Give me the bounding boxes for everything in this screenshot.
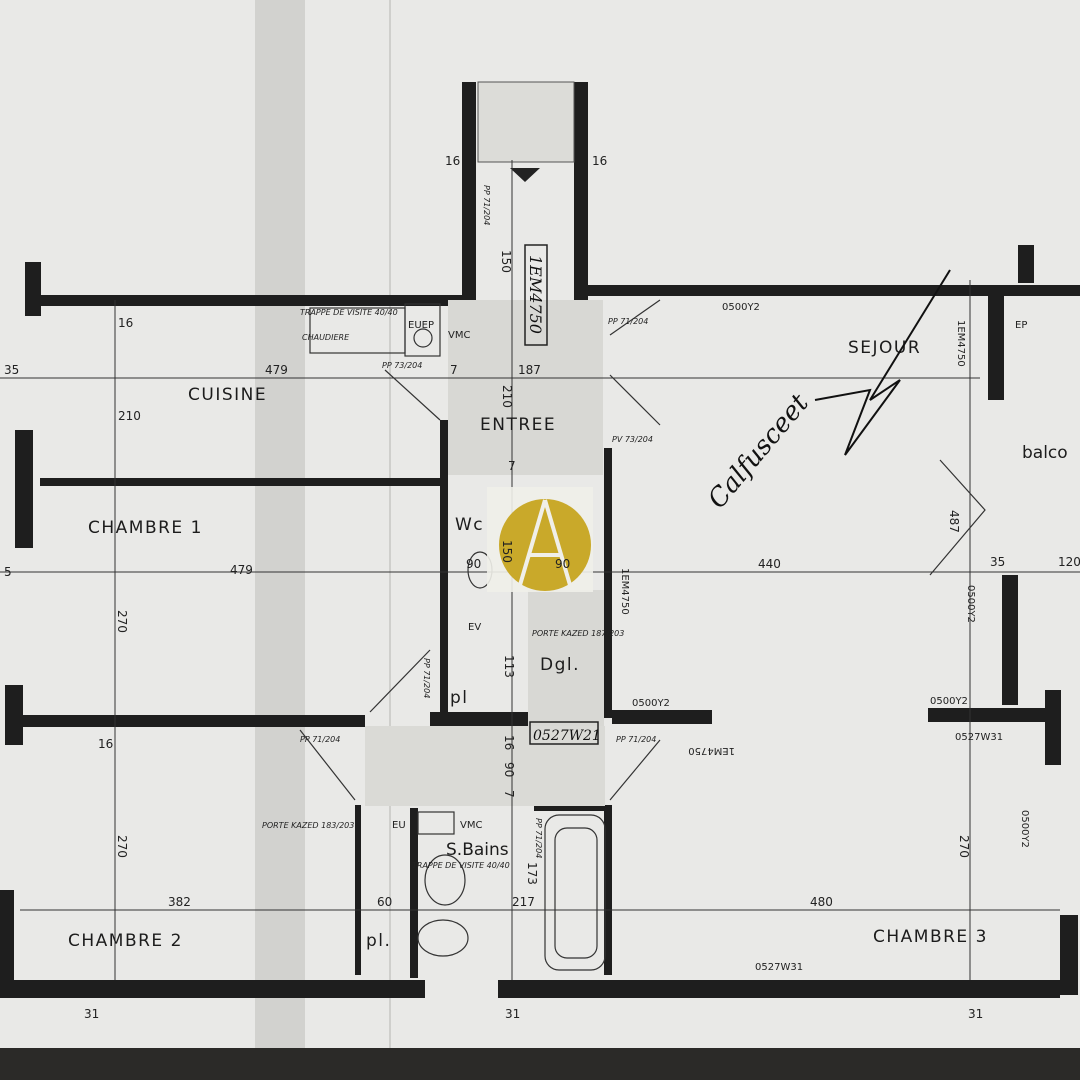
svg-text:270: 270 bbox=[115, 835, 129, 858]
walls bbox=[0, 82, 1080, 998]
svg-text:7: 7 bbox=[508, 459, 516, 473]
room-balcon: balco bbox=[1022, 443, 1068, 463]
handwritten-box-dgl bbox=[529, 721, 599, 745]
svg-text:187: 187 bbox=[518, 363, 541, 377]
svg-text:440: 440 bbox=[758, 557, 781, 571]
svg-text:173: 173 bbox=[525, 862, 539, 885]
handwritten-dgl-code: 0527W21 bbox=[533, 728, 601, 744]
handwritten-sejour-note: Calfusceet bbox=[702, 388, 815, 514]
svg-text:150: 150 bbox=[499, 250, 513, 273]
svg-text:PP 71/204: PP 71/204 bbox=[300, 735, 340, 744]
svg-text:479: 479 bbox=[230, 563, 253, 577]
label-chaudiere: CHAUDIERE bbox=[302, 333, 350, 342]
svg-text:16: 16 bbox=[118, 316, 133, 330]
bathtub-icon bbox=[544, 814, 606, 971]
room-wc: Wc bbox=[455, 515, 484, 535]
label-eu: EU bbox=[392, 820, 406, 831]
svg-text:382: 382 bbox=[168, 895, 191, 909]
dimension-values: 16 16 150 479 210 16 35 187 210 7 7 479 … bbox=[4, 154, 1080, 1021]
handwritten-signature bbox=[814, 269, 951, 456]
svg-text:120: 120 bbox=[1058, 555, 1080, 569]
stair-landing bbox=[477, 81, 575, 182]
svg-text:PP 71/204: PP 71/204 bbox=[482, 185, 491, 225]
svg-text:5: 5 bbox=[4, 565, 12, 579]
label-trappe-bains: TRAPPE DE VISITE 40/40 bbox=[412, 861, 510, 870]
svg-text:7: 7 bbox=[502, 790, 516, 798]
svg-text:PP 71/204: PP 71/204 bbox=[616, 735, 656, 744]
label-vmc-bath: VMC bbox=[460, 820, 482, 831]
svg-text:1EM4750: 1EM4750 bbox=[955, 320, 966, 367]
svg-text:0500Y2: 0500Y2 bbox=[965, 585, 976, 623]
svg-text:90: 90 bbox=[555, 557, 570, 571]
room-placard-2: pl. bbox=[366, 931, 391, 951]
svg-text:16: 16 bbox=[98, 737, 113, 751]
svg-text:479: 479 bbox=[265, 363, 288, 377]
svg-text:113: 113 bbox=[502, 655, 516, 678]
svg-text:0500Y2: 0500Y2 bbox=[632, 698, 670, 709]
svg-text:90: 90 bbox=[502, 762, 516, 777]
svg-text:60: 60 bbox=[377, 895, 392, 909]
svg-text:35: 35 bbox=[990, 555, 1005, 569]
svg-text:0500Y2: 0500Y2 bbox=[930, 696, 968, 707]
toilet-icon bbox=[417, 919, 469, 957]
svg-text:0527W31: 0527W31 bbox=[955, 732, 1003, 743]
svg-text:210: 210 bbox=[500, 385, 514, 408]
room-chambre-1: CHAMBRE 1 bbox=[88, 518, 203, 538]
room-placard-1: pl bbox=[450, 688, 469, 708]
svg-text:1EM4750: 1EM4750 bbox=[619, 568, 630, 615]
room-entree: ENTREE bbox=[480, 415, 556, 435]
label-porte-kazed-1: PORTE KAZED 187/203 bbox=[532, 629, 624, 638]
svg-text:0527W31: 0527W31 bbox=[755, 962, 803, 973]
svg-text:7: 7 bbox=[450, 363, 458, 377]
boiler-icon bbox=[417, 811, 455, 835]
svg-text:PP 73/204: PP 73/204 bbox=[382, 361, 422, 370]
handwritten-entry-code: 1EM4750 bbox=[526, 255, 545, 334]
fold-shadow bbox=[255, 0, 305, 1060]
svg-text:217: 217 bbox=[512, 895, 535, 909]
room-degagement: Dgl. bbox=[540, 655, 580, 675]
svg-text:210: 210 bbox=[118, 409, 141, 423]
svg-text:90: 90 bbox=[466, 557, 481, 571]
handwritten-box bbox=[524, 244, 548, 346]
svg-text:150: 150 bbox=[500, 540, 514, 563]
watermark-logo bbox=[487, 487, 593, 592]
table-edge bbox=[0, 1048, 1080, 1080]
room-salle-de-bains: S.Bains bbox=[446, 840, 509, 860]
svg-text:487: 487 bbox=[947, 510, 961, 533]
svg-text:270: 270 bbox=[115, 610, 129, 633]
svg-text:1EM4750: 1EM4750 bbox=[688, 745, 735, 756]
svg-text:PP 71/204: PP 71/204 bbox=[534, 818, 543, 858]
door-swings bbox=[299, 299, 986, 801]
room-chambre-2: CHAMBRE 2 bbox=[68, 931, 183, 951]
svg-text:0500Y2: 0500Y2 bbox=[1019, 810, 1030, 848]
room-cuisine: CUISINE bbox=[188, 385, 267, 405]
svg-text:270: 270 bbox=[957, 835, 971, 858]
svg-text:16: 16 bbox=[502, 735, 516, 750]
label-porte-kazed-2: PORTE KAZED 183/203 bbox=[262, 821, 354, 830]
washbasin-icon bbox=[424, 854, 466, 906]
label-vmc-kitchen: VMC bbox=[448, 330, 470, 341]
svg-text:PP 71/204: PP 71/204 bbox=[422, 658, 431, 698]
label-ep: EP bbox=[1015, 320, 1027, 331]
svg-text:16: 16 bbox=[445, 154, 460, 168]
svg-text:0500Y2: 0500Y2 bbox=[722, 302, 760, 313]
svg-text:31: 31 bbox=[505, 1007, 520, 1021]
element-codes: PP 71/204 PP 73/204 PP 71/204 PV 73/204 … bbox=[300, 185, 1030, 973]
svg-text:35: 35 bbox=[4, 363, 19, 377]
corridor-floor bbox=[365, 726, 605, 806]
room-sejour: SEJOUR bbox=[848, 338, 921, 358]
label-trappe: TRAPPE DE VISITE 40/40 bbox=[300, 308, 398, 317]
svg-text:16: 16 bbox=[592, 154, 607, 168]
svg-text:480: 480 bbox=[810, 895, 833, 909]
svg-text:31: 31 bbox=[84, 1007, 99, 1021]
label-euep: EUEP bbox=[408, 320, 434, 331]
kitchen-fixtures bbox=[309, 303, 441, 357]
room-chambre-3: CHAMBRE 3 bbox=[873, 927, 988, 947]
svg-text:PP 71/204: PP 71/204 bbox=[608, 317, 648, 326]
svg-text:PV 73/204: PV 73/204 bbox=[612, 435, 653, 444]
label-ev: EV bbox=[468, 622, 481, 633]
svg-text:31: 31 bbox=[968, 1007, 983, 1021]
